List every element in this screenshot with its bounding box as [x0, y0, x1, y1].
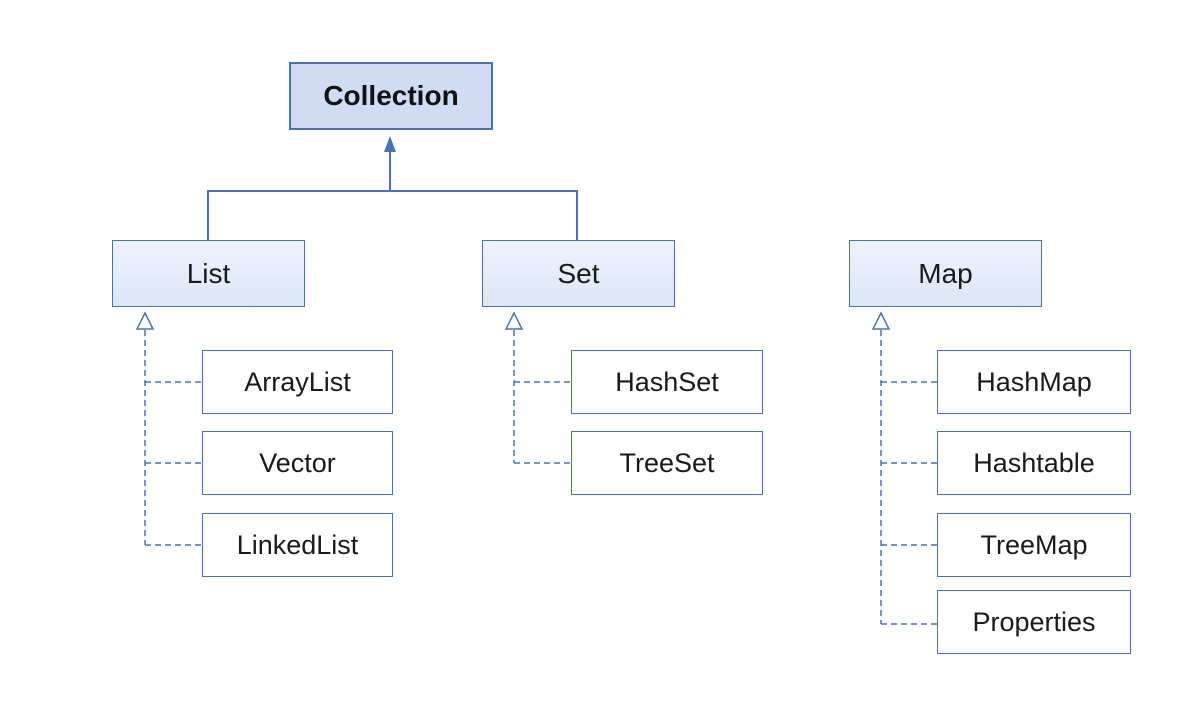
set-to-collection-line	[390, 190, 578, 240]
map-label: Map	[918, 257, 973, 289]
list-box: List	[112, 240, 305, 307]
hashtable-label: Hashtable	[973, 447, 1095, 478]
list-to-collection-line	[207, 148, 391, 240]
treeset-label: TreeSet	[619, 447, 715, 478]
list-label: List	[186, 257, 231, 289]
arraylist-label: ArrayList	[244, 366, 351, 397]
vector-box: Vector	[202, 431, 393, 495]
linkedlist-label: LinkedList	[236, 529, 359, 560]
hashset-label: HashSet	[615, 366, 719, 397]
treemap-box: TreeMap	[937, 513, 1131, 577]
arraylist-box: ArrayList	[202, 350, 393, 414]
collection-arrowhead	[384, 136, 396, 152]
collection-label: Collection	[323, 80, 459, 111]
collection-box: Collection	[289, 62, 493, 130]
properties-box: Properties	[937, 590, 1131, 654]
linkedlist-box: LinkedList	[202, 513, 393, 577]
map-hollow-arrowhead	[871, 311, 891, 330]
set-label: Set	[557, 257, 600, 289]
treeset-box: TreeSet	[571, 431, 763, 495]
hashmap-box: HashMap	[937, 350, 1131, 414]
hashset-box: HashSet	[571, 350, 763, 414]
map-box: Map	[849, 240, 1042, 307]
set-hollow-arrowhead	[504, 311, 524, 330]
treemap-label: TreeMap	[980, 529, 1088, 560]
list-hollow-arrowhead	[135, 311, 155, 330]
hashtable-box: Hashtable	[937, 431, 1131, 495]
set-box: Set	[482, 240, 675, 307]
vector-label: Vector	[259, 447, 336, 478]
properties-label: Properties	[972, 606, 1096, 637]
hashmap-label: HashMap	[976, 366, 1092, 397]
